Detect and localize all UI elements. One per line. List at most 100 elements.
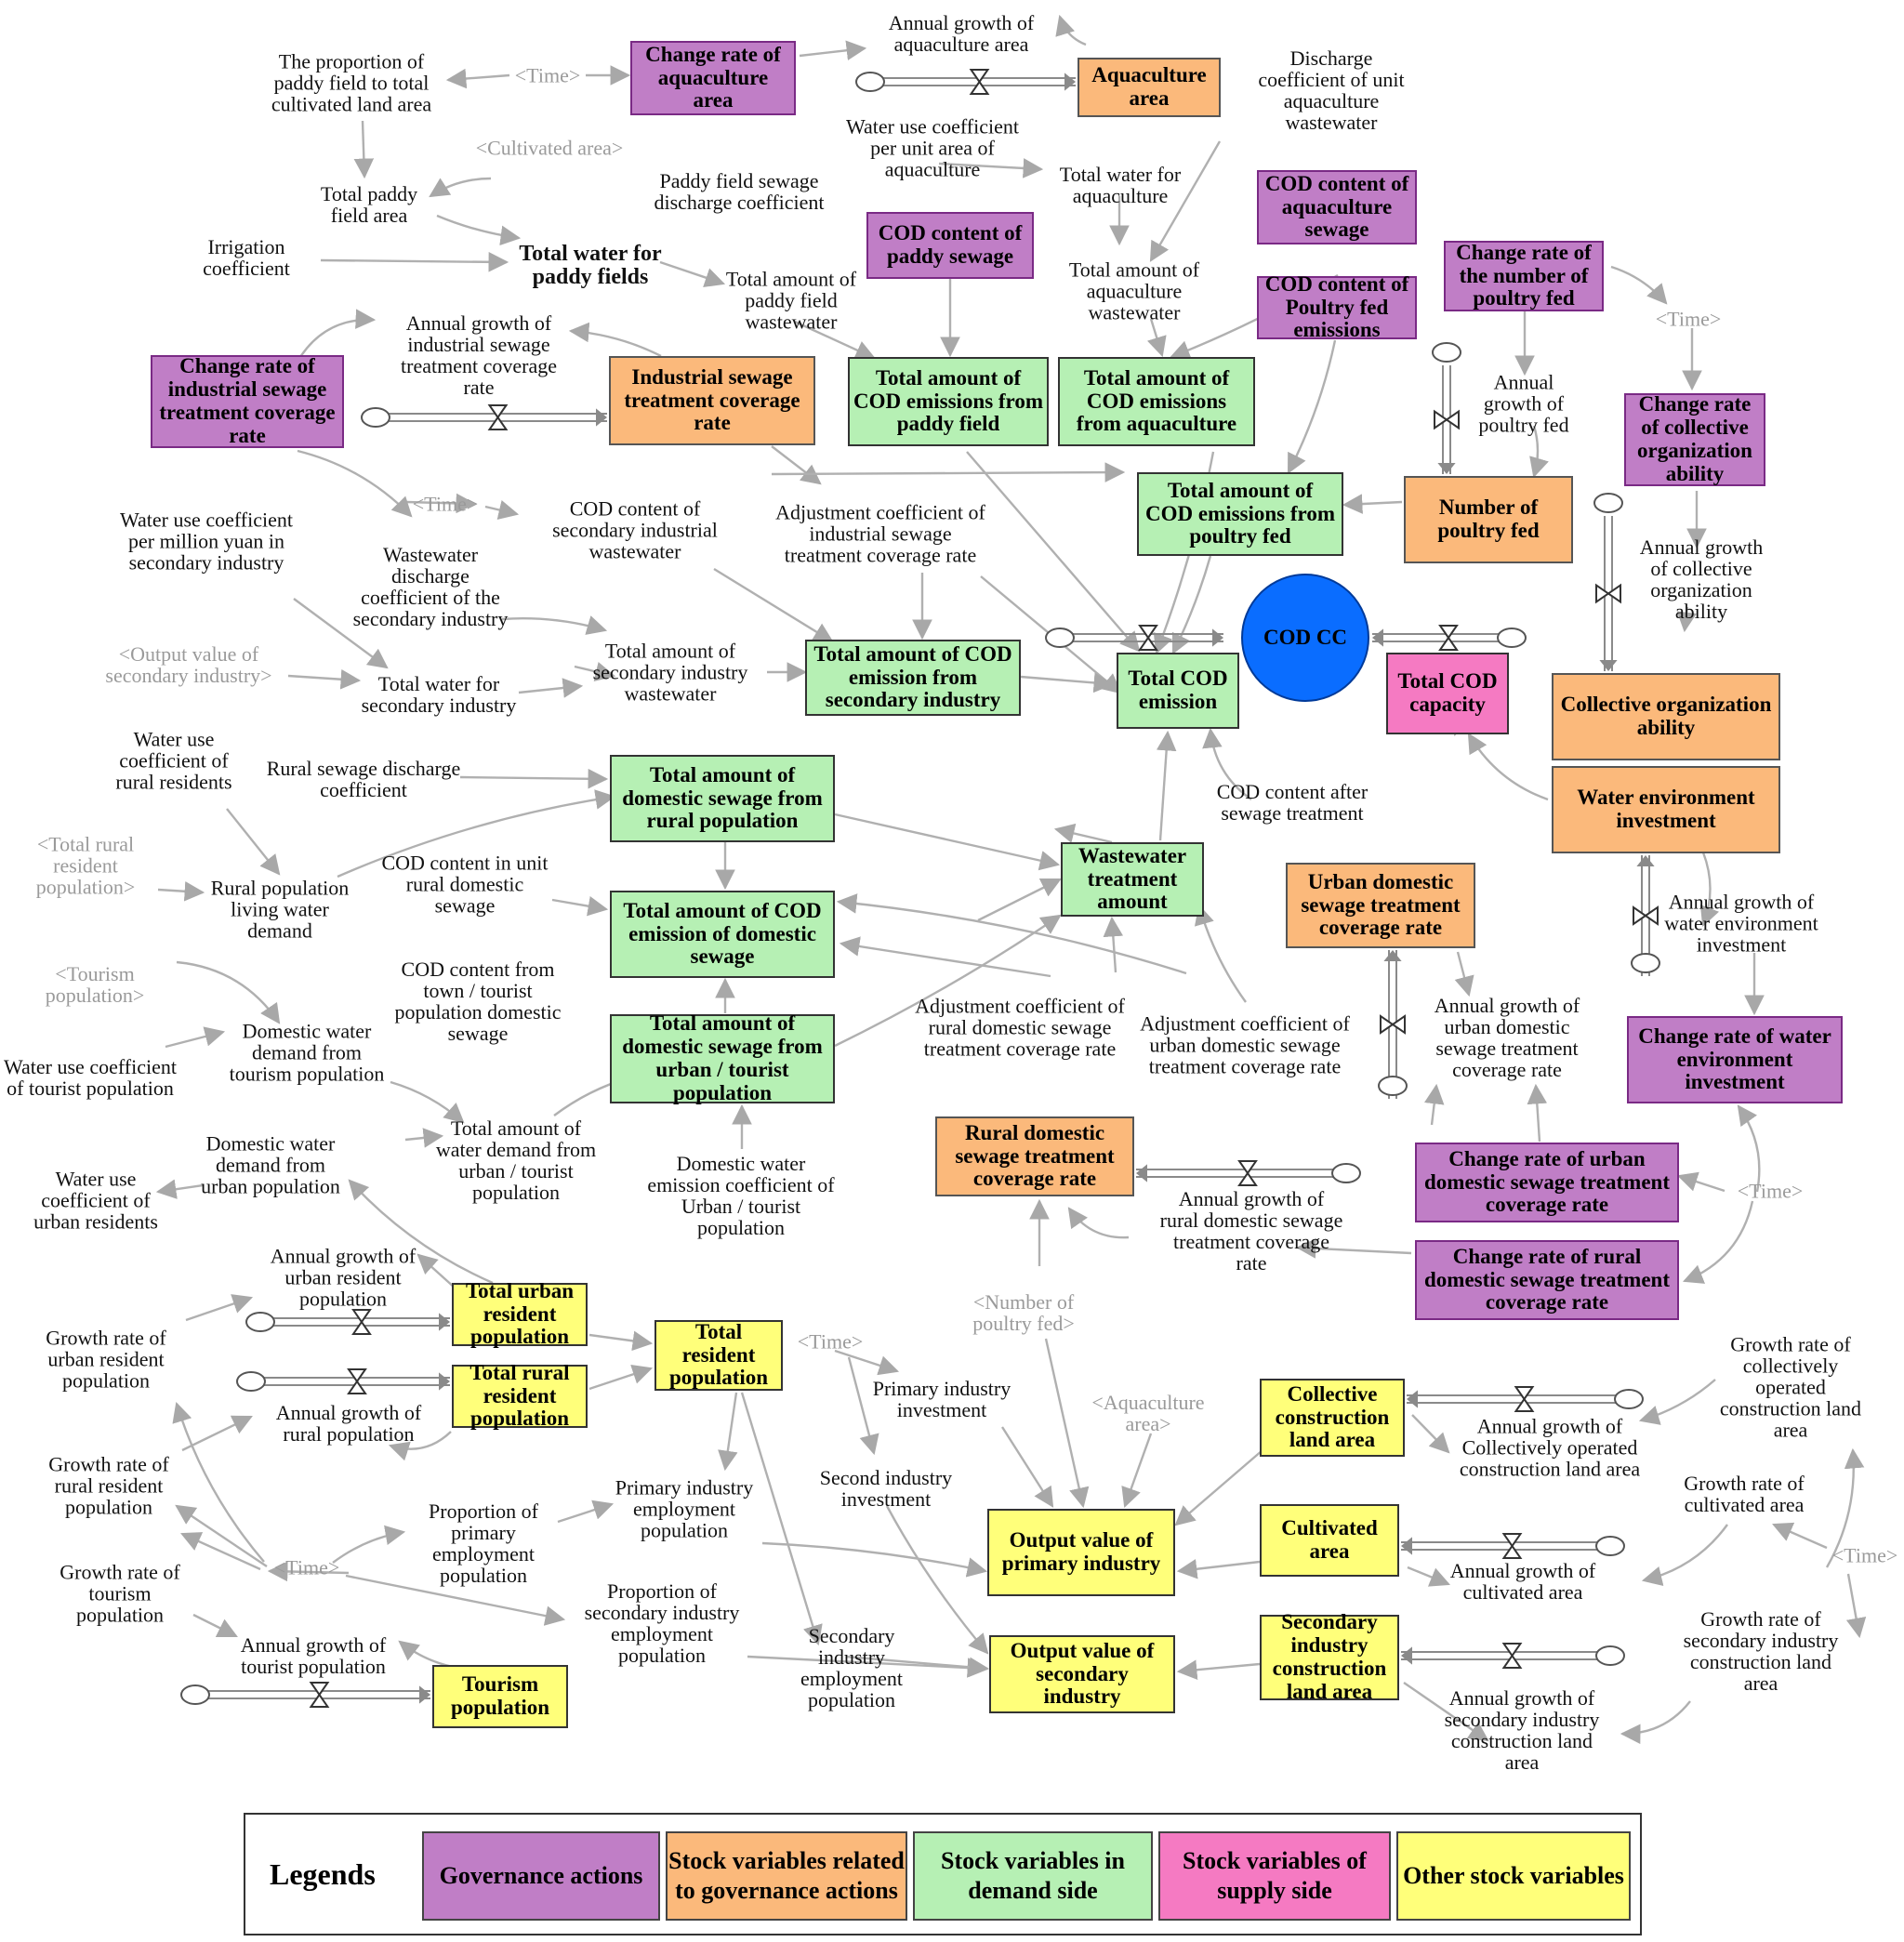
label-adj-coef-urban: Adjustment coefficient of urban domestic… [1140, 1011, 1350, 1078]
label-annual-growth-collective: Annual growth of collective organization… [1639, 535, 1764, 624]
label-growth-rate-collective-land: Growth rate of collectively operated con… [1719, 1332, 1862, 1442]
causal-link-96 [718, 1392, 738, 1472]
causal-link-32 [501, 615, 608, 635]
causal-link-58 [1103, 916, 1124, 973]
node-total-cod-capacity: Total COD capacity [1386, 653, 1509, 734]
node-cod-aquaculture-sewage: COD content of aquaculture sewage [1257, 170, 1417, 244]
node-change-rate-rural-coverage: Change rate of rural domestic sewage tre… [1415, 1240, 1679, 1320]
label-cod-town-tourist: COD content from town / tourist populati… [394, 957, 562, 1046]
causal-link-26 [771, 445, 822, 485]
label-second-investment: Second industry investment [819, 1465, 953, 1511]
causal-link-61 [839, 936, 1051, 978]
label-annual-growth-industrial-coverage: Annual growth of industrial sewage treat… [401, 310, 557, 400]
legend-item-supply: Stock variables of supply side [1158, 1831, 1391, 1921]
causal-link-91 [345, 1574, 566, 1626]
causal-link-42 [1020, 672, 1115, 694]
causal-link-109 [1176, 1659, 1261, 1680]
causal-link-86 [388, 1431, 452, 1461]
label-annual-growth-tourist: Annual growth of tourist population [240, 1632, 387, 1678]
node-total-cod-secondary: Total amount of COD emission from second… [805, 640, 1021, 716]
label-total-aquaculture-wastewater: Total amount of aquaculture wastewater [1068, 258, 1200, 324]
label-annual-growth-urban-pop: Annual growth of urban resident populati… [270, 1244, 416, 1311]
label-total-secondary-wastewater: Total amount of secondary industry waste… [592, 639, 748, 706]
causal-link-28 [405, 493, 477, 514]
flow-collective-org [1593, 493, 1623, 671]
causal-link-31 [293, 598, 389, 669]
label-domestic-water-tourism: Domestic water demand from tourism popul… [229, 1019, 385, 1086]
label-primary-investment: Primary industry investment [872, 1376, 1012, 1421]
causal-link-105 [885, 1505, 989, 1655]
cloud-icon [236, 1371, 266, 1392]
label-domestic-water-urban: Domestic water demand from urban populat… [201, 1131, 340, 1198]
cloud-icon [1331, 1163, 1361, 1183]
causal-link-44 [1202, 727, 1252, 800]
flow-cod-capacity [1372, 625, 1527, 651]
causal-link-113 [1638, 1379, 1716, 1425]
label-growth-rate-tourism: Growth rate of tourism population [60, 1560, 180, 1627]
cloud-icon [1378, 1076, 1408, 1096]
causal-link-6 [436, 214, 522, 246]
cloud-icon [1631, 953, 1660, 973]
label-water-use-urban: Water use coefficient of urban residents [33, 1167, 158, 1234]
node-cultivated-area: Cultivated area [1260, 1504, 1399, 1577]
causal-link-116 [1772, 1522, 1828, 1550]
causal-link-110 [1411, 1414, 1450, 1454]
causal-link-90 [332, 1525, 406, 1564]
label-total-water-aquaculture: Total water for aquaculture [1059, 162, 1182, 207]
label-primary-employment: Primary industry employment population [615, 1475, 754, 1542]
causal-link-52 [834, 812, 1061, 871]
node-domestic-sewage-rural: Total amount of domestic sewage from rur… [610, 755, 835, 842]
label-growth-rate-urban-pop: Growth rate of urban resident population [46, 1326, 166, 1393]
arrow-group [155, 14, 1867, 1745]
label-time-5: <Time> [797, 1329, 864, 1354]
label-annual-growth-rural-pop: Annual growth of rural population [275, 1400, 422, 1446]
causal-link-30 [484, 500, 520, 521]
label-total-rural-pop-shadow: <Total rural resident population> [35, 832, 136, 899]
label-rural-water-demand: Rural population living water demand [210, 876, 350, 943]
flow-secondary-land [1401, 1643, 1625, 1669]
label-growth-rate-secondary-land: Growth rate of secondary industry constr… [1683, 1606, 1839, 1696]
node-total-cod-paddy: Total amount of COD emissions from paddy… [848, 357, 1049, 446]
causal-link-55 [551, 896, 609, 917]
label-time-4: <Time> [1737, 1179, 1804, 1203]
causal-link-104 [1121, 1433, 1153, 1509]
causal-link-93 [557, 1499, 615, 1524]
label-paddy-discharge-coef: Paddy field sewage discharge coefficient [654, 168, 825, 214]
causal-link-79 [1699, 852, 1720, 928]
causal-link-101 [847, 1356, 879, 1456]
label-rural-discharge-coef: Rural sewage discharge coefficient [266, 756, 461, 801]
causal-link-0 [799, 40, 867, 60]
causal-link-69 [404, 1128, 444, 1148]
cloud-icon [1595, 1645, 1625, 1666]
cloud-icon [1497, 628, 1527, 648]
causal-link-2 [445, 68, 510, 89]
legend-item-governance: Governance actions [422, 1831, 660, 1921]
causal-link-25 [568, 322, 662, 358]
flow-cultivated-area [1401, 1533, 1625, 1559]
label-secondary-employment: Secondary industry employment population [800, 1623, 903, 1712]
node-total-resident-pop: Total resident population [654, 1320, 783, 1391]
label-proportion-secondary-employment: Proportion of secondary industry employm… [584, 1579, 740, 1668]
flow-rural-coverage [1136, 1160, 1361, 1186]
causal-link-74 [1676, 1171, 1726, 1193]
label-annual-growth-rural-coverage: Annual growth of rural domestic sewage t… [1159, 1186, 1343, 1275]
causal-link-56 [157, 881, 205, 902]
node-total-cod-aquaculture: Total amount of COD emissions from aquac… [1058, 357, 1255, 446]
cloud-icon [245, 1312, 275, 1332]
label-time-1: <Time> [514, 63, 581, 87]
label-annual-growth-cultivated: Annual growth of cultivated area [1449, 1558, 1596, 1604]
flow-water-env [1631, 855, 1660, 976]
label-water-use-tourist: Water use coefficient of tourist populat… [4, 1054, 177, 1100]
causal-link-39 [287, 668, 362, 690]
node-total-rural-pop: Total rural resident population [452, 1361, 588, 1430]
causal-link-38 [574, 661, 616, 682]
label-total-water-urban-tourist: Total amount of water demand from urban … [435, 1116, 597, 1205]
node-aquaculture-area: Aquaculture area [1078, 58, 1221, 117]
causal-link-51 [1053, 823, 1113, 844]
causal-link-99 [747, 1655, 988, 1678]
node-total-cod-domestic: Total amount of COD emission of domestic… [610, 891, 835, 978]
causal-link-23 [1287, 339, 1337, 474]
